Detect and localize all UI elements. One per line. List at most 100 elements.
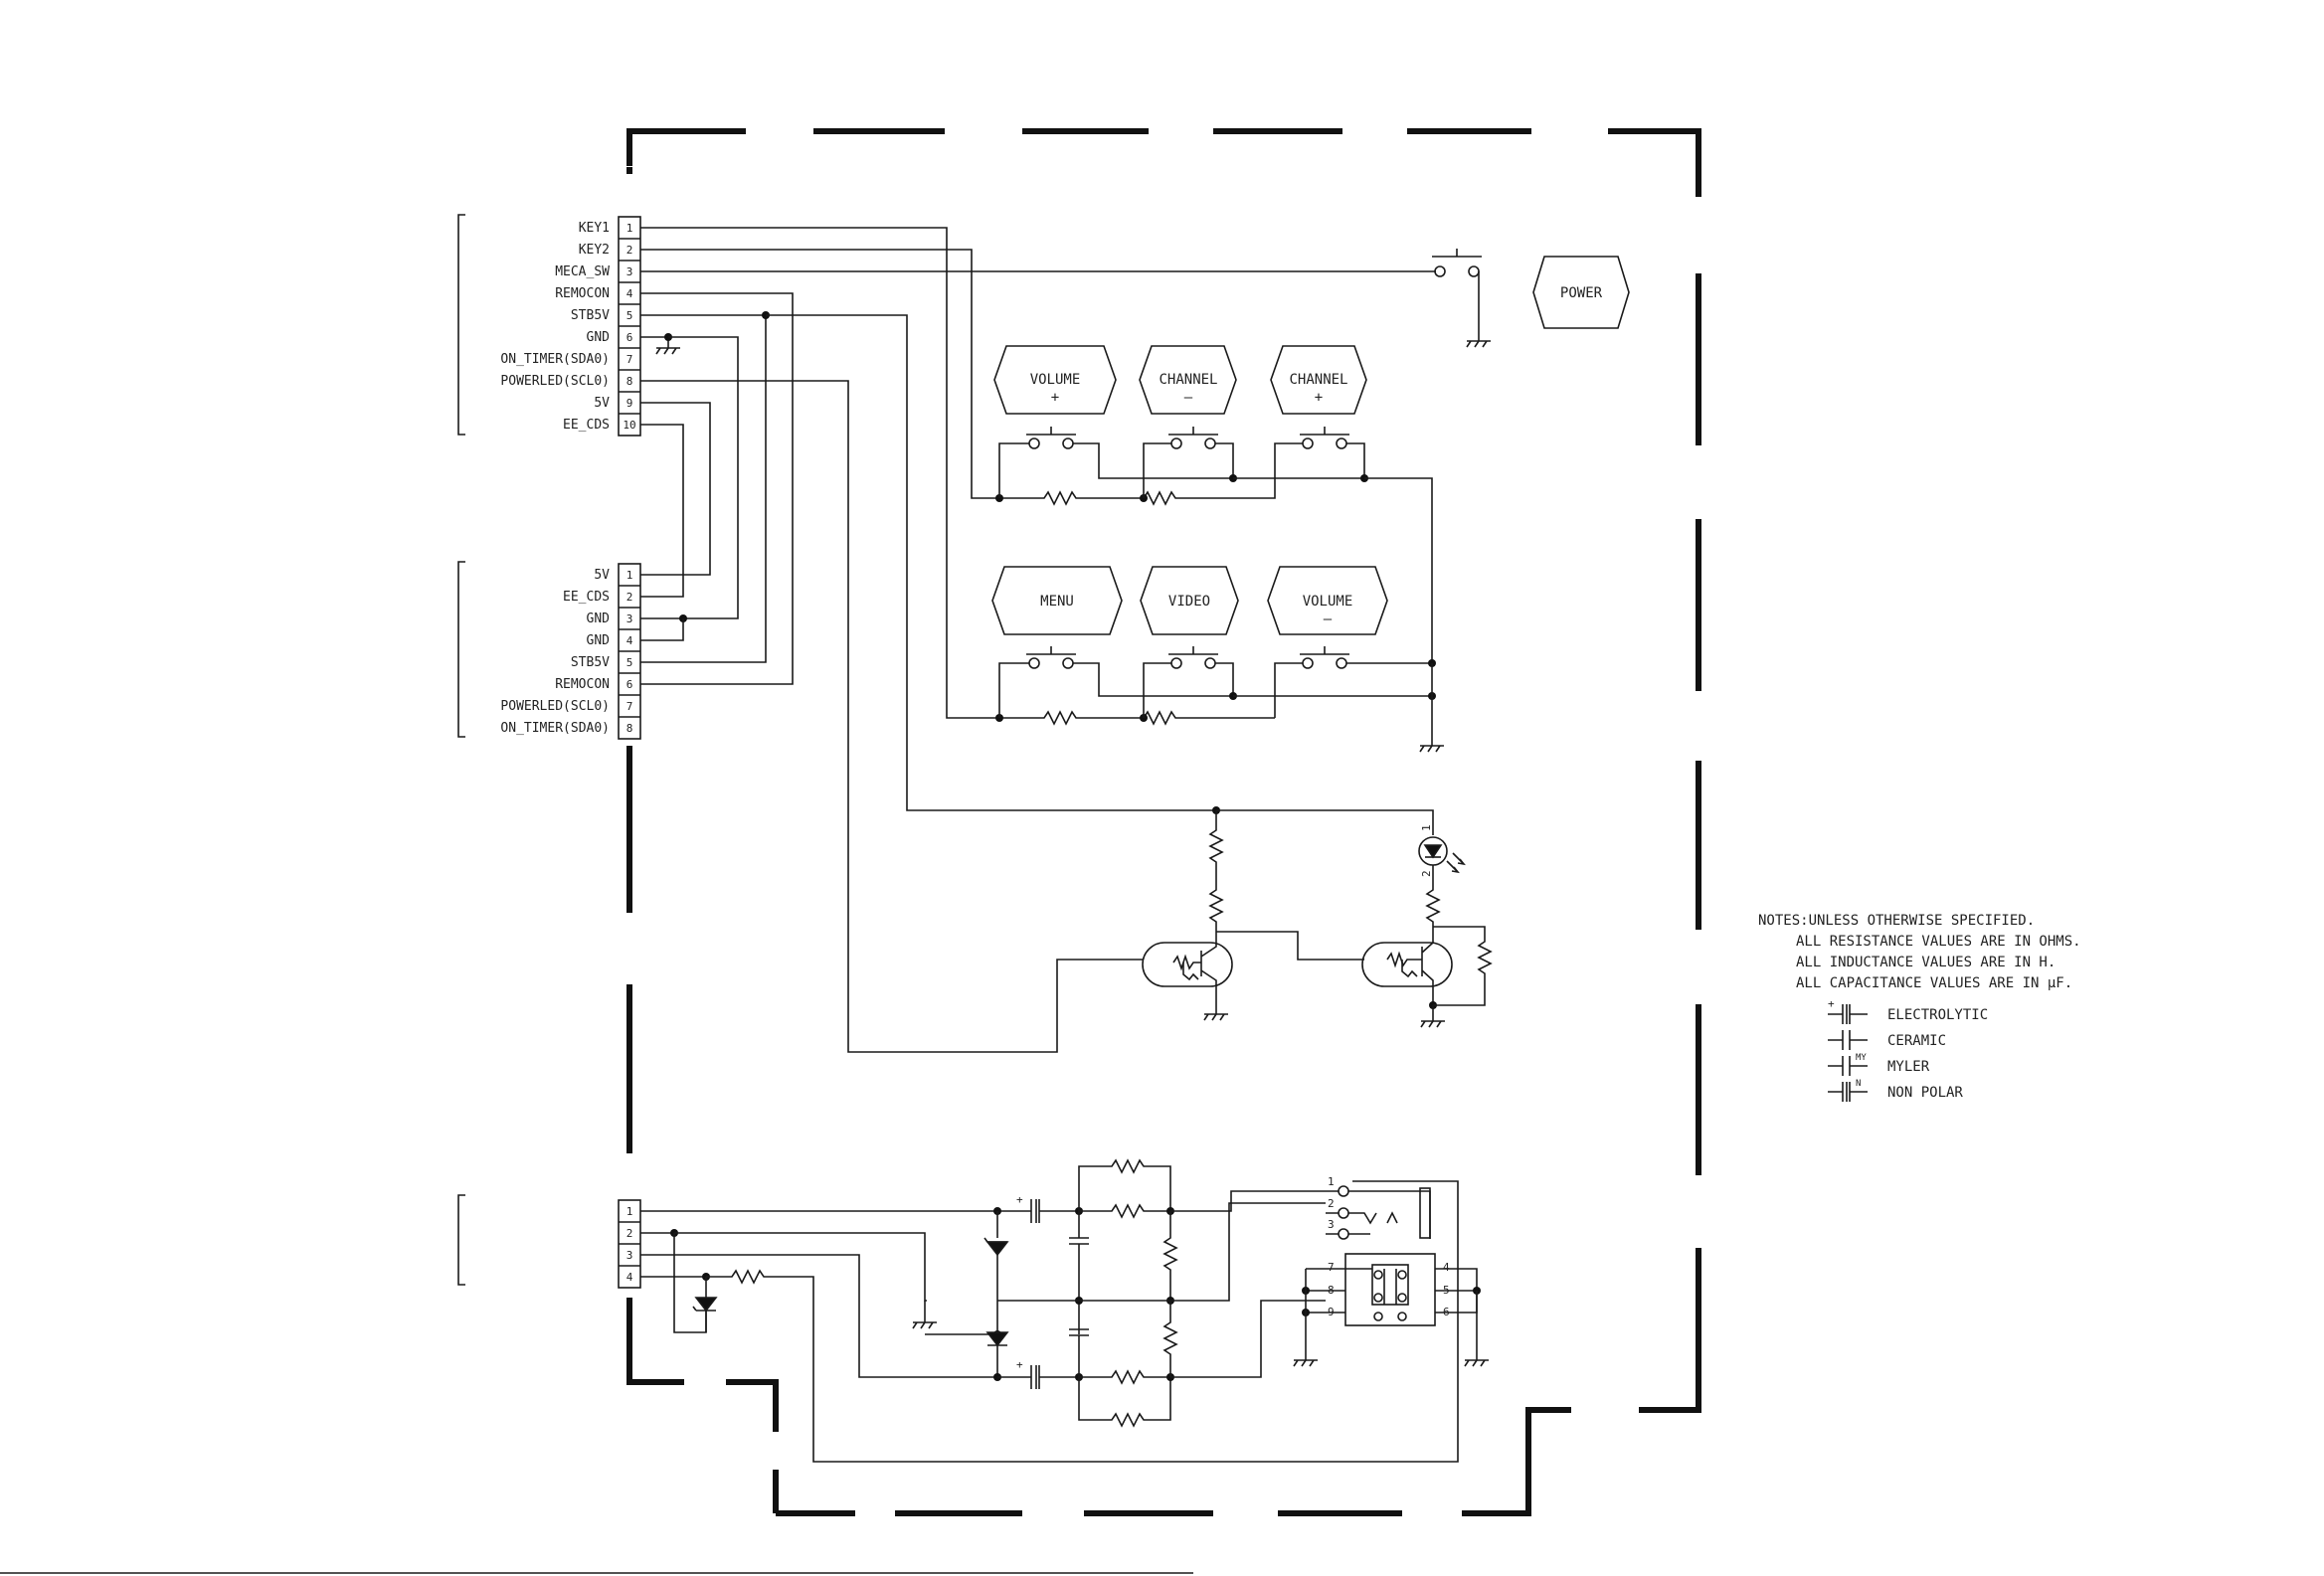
jack-pin: 1 [1328,1175,1335,1188]
power-switch [1432,249,1491,348]
cap-plus-top: + [1016,1193,1023,1206]
channel-up-label: CHANNEL [1289,372,1347,388]
top-pin-label: KEY2 [579,243,610,258]
top-pin-label: KEY1 [579,221,610,236]
top-pin-num: 3 [626,265,633,278]
bottom-pin-num: 3 [626,1249,633,1262]
menu-button[interactable]: MENU [991,566,1123,635]
board-outline [626,128,1701,1516]
mid-pin-num: 4 [626,634,633,647]
mid-pin-num: 7 [626,700,633,713]
receiver-section: 1 2 [1142,806,1493,1028]
top-pin-num: 2 [626,244,633,257]
top-pin-label: MECA_SW [555,264,610,279]
jack-pin: 7 [1328,1261,1335,1274]
legend-electrolytic-icon [1828,1004,1868,1024]
legend-mark: N [1856,1079,1861,1089]
legend-mark: MY [1856,1053,1867,1063]
mid-pin-label: GND [587,612,611,626]
jack-pin: 5 [1443,1284,1450,1297]
channel-down-label: CHANNEL [1159,372,1217,388]
channel-up-sign: + [1315,390,1323,406]
connector-top-bracket [457,214,465,436]
volume-up-label: VOLUME [1030,372,1081,388]
jack-pin: 6 [1443,1306,1450,1318]
upper-key-network [995,427,1433,663]
legend-mark: + [1828,997,1835,1010]
video-button[interactable]: VIDEO [1140,566,1239,635]
jack-pin: 8 [1328,1284,1335,1297]
connector-bottom-bracket [457,1194,465,1286]
top-pin-num: 10 [623,419,635,432]
mid-pin-num: 6 [626,678,633,691]
top-pin-label: STB5V [571,308,610,323]
mid-pin-num: 8 [626,722,633,735]
menu-label: MENU [1040,594,1074,610]
legend-ceramic-icon [1828,1030,1868,1050]
mid-pin-num: 2 [626,591,633,604]
video-label: VIDEO [1168,594,1210,610]
jack-pin: 2 [1328,1197,1335,1210]
top-pin-num: 7 [626,353,633,366]
jack-pin: 9 [1328,1306,1335,1318]
notes: NOTES:UNLESS OTHERWISE SPECIFIED. ALL RE… [1758,913,2081,1102]
led-pin-1: 1 [1420,824,1433,831]
top-wiring [640,227,1436,1053]
channel-down-button[interactable]: CHANNEL — [1139,345,1237,415]
legend-label: ELECTROLYTIC [1887,1007,1988,1023]
volume-down-button[interactable]: VOLUME — [1267,566,1388,635]
lower-key-network [995,646,1444,753]
top-pin-num: 6 [626,331,633,344]
mid-pin-label: 5V [594,568,610,583]
bottom-pin-num: 2 [626,1227,633,1240]
top-pin-label: EE_CDS [563,418,610,433]
power-button[interactable]: POWER [1532,256,1630,329]
volume-down-sign: — [1324,612,1333,627]
jack-pin: 4 [1443,1261,1450,1274]
top-pin-label: GND [587,330,611,345]
legend-myler-icon [1828,1056,1868,1076]
mid-pin-label: EE_CDS [563,590,610,605]
channel-up-button[interactable]: CHANNEL + [1270,345,1367,415]
bottom-pin-num: 4 [626,1271,633,1284]
notes-resistance: ALL RESISTANCE VALUES ARE IN OHMS. [1796,934,2081,950]
mid-pin-label: GND [587,633,611,648]
cap-plus-bottom: + [1016,1358,1023,1371]
legend-label: MYLER [1887,1059,1930,1075]
jack-pin: 3 [1328,1218,1335,1231]
notes-title: NOTES:UNLESS OTHERWISE SPECIFIED. [1758,913,2035,929]
volume-up-sign: + [1051,390,1059,406]
top-pin-label: REMOCON [555,286,610,301]
mid-pin-label: POWERLED(SCL0) [500,699,610,714]
top-pin-num: 5 [626,309,633,322]
mid-pin-label: STB5V [571,655,610,670]
power-button-label: POWER [1560,285,1603,301]
top-pin-label: POWERLED(SCL0) [500,374,610,389]
legend-label: CERAMIC [1887,1033,1946,1049]
channel-down-sign: — [1184,390,1193,406]
mid-pin-label: REMOCON [555,677,610,692]
connector-mid: 1 2 3 4 5 6 7 8 5V EE_CDS GND GND STB5V … [500,563,641,740]
notes-capacitance: ALL CAPACITANCE VALUES ARE IN μF. [1796,975,2072,991]
led-pin-2: 2 [1420,870,1433,877]
top-pin-num: 9 [626,397,633,410]
mid-pin-num: 1 [626,569,633,582]
connector-mid-bracket [457,561,465,738]
mid-pin-num: 5 [626,656,633,669]
connector-top: 1 2 3 4 5 6 7 8 9 10 KEY1 KEY2 MECA_SW R… [500,216,641,437]
volume-up-button[interactable]: VOLUME + [993,345,1117,415]
bottom-pin-num: 1 [626,1205,633,1218]
connector-bottom: 1 2 3 4 [618,1199,641,1289]
notes-inductance: ALL INDUCTANCE VALUES ARE IN H. [1796,955,2056,970]
legend-label: NON POLAR [1887,1085,1963,1101]
top-pin-label: ON_TIMER(SDA0) [500,352,610,367]
mid-pin-label: ON_TIMER(SDA0) [500,721,610,736]
volume-down-label: VOLUME [1303,594,1353,610]
top-pin-num: 4 [626,287,633,300]
top-pin-num: 1 [626,222,633,235]
top-pin-label: 5V [594,396,610,411]
legend-nonpolar-icon [1828,1082,1868,1102]
bottom-section: + + [640,1158,1489,1463]
top-pin-num: 8 [626,375,633,388]
